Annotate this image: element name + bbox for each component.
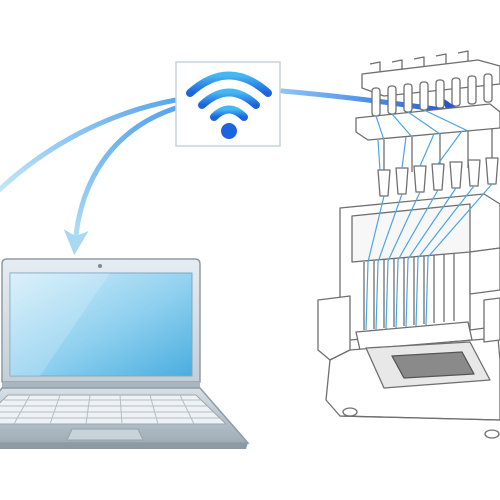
wifi-icon xyxy=(186,71,272,139)
laptop-icon xyxy=(0,258,250,449)
thread-lines xyxy=(365,109,493,331)
arrow-router-to-machine xyxy=(279,88,465,123)
laptop-trackpad xyxy=(66,428,144,441)
laptop-node xyxy=(0,258,250,449)
router-node xyxy=(175,61,281,147)
embroidery-machine-icon xyxy=(317,50,500,439)
laptop-screen xyxy=(9,272,193,377)
arrow-router-to-laptop xyxy=(63,105,179,255)
machine-node xyxy=(317,50,500,439)
laptop-keyboard xyxy=(0,394,228,425)
arrow-router-to-left-device xyxy=(0,97,179,193)
